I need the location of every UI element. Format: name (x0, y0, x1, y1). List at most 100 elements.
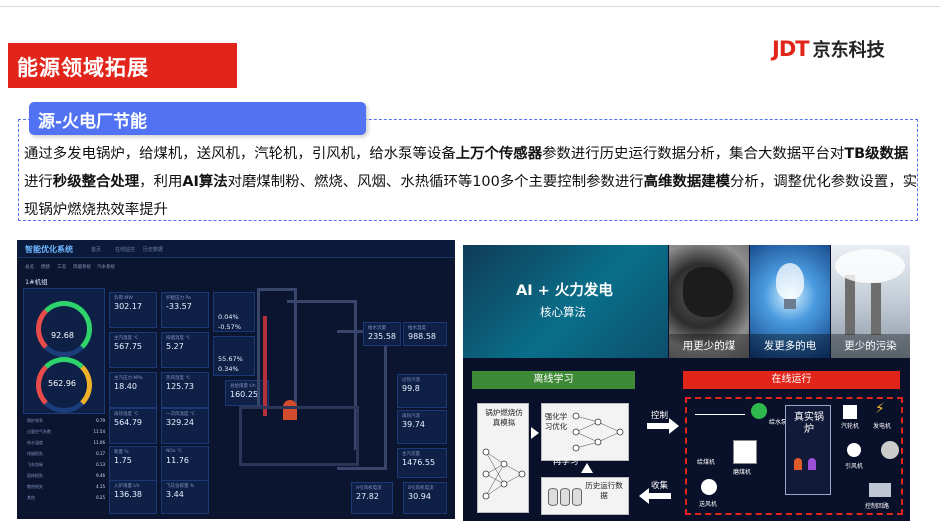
boiler-body (239, 406, 359, 466)
flame-icon (808, 458, 816, 470)
arrow-up-icon (581, 463, 593, 473)
fan-icon (847, 443, 861, 457)
offline-header: 离线学习 (472, 371, 635, 389)
gauge-value: 562.96 (48, 379, 76, 388)
dashboard-tab-history[interactable]: 历史数据 (143, 247, 164, 253)
neural-network-icon (572, 412, 624, 452)
metric-panel: 氧量 %1.75 (109, 446, 157, 482)
equipment-label: 送风机 (699, 501, 718, 508)
photo-caption: 更少的污染 (831, 334, 910, 358)
lightning-icon: ⚡ (875, 401, 885, 417)
gauge-value: 92.68 (51, 331, 74, 340)
dashboard-topbar: 智能优化系统 首页 在线监控 历史数据 (17, 240, 455, 258)
equipment-label: 给水泵 (769, 419, 788, 426)
section-tab-label: 源-火电厂节能 (38, 112, 148, 132)
ai-hero-subtitle: 核心算法 (540, 305, 586, 319)
temperature-gauge (36, 357, 92, 413)
boiler-pipe (337, 330, 387, 470)
metric-panel: 炉膛压力 Pa-33.57 (161, 292, 209, 328)
metric-panel: 55.67%0.34% (213, 336, 255, 376)
boiler-dashboard-screenshot: 智能优化系统 首页 在线监控 历史数据 总览 燃烧 工况 风烟系统 汽水系统 1… (17, 240, 455, 519)
subtab[interactable]: 燃烧 (41, 265, 50, 270)
neural-network-icon (482, 448, 526, 500)
equipment-label: 磨煤机 (733, 469, 752, 476)
logo-mark: JDT (772, 37, 810, 61)
database-icon (572, 488, 582, 506)
equipment-label: 控制回路 (865, 503, 890, 510)
ai-power-diagram: AI + 火力发电 核心算法 用更少的煤 发更多的电 更少的污染 离线学习 在线… (463, 245, 910, 521)
arrow-left-icon (639, 488, 649, 504)
unit-label: 1#机组 (25, 278, 48, 286)
page-title: 能源领域拓展 (17, 56, 149, 80)
online-header: 在线运行 (683, 371, 900, 389)
logo-text: 京东科技 (812, 40, 885, 61)
rl-box: 强化学习优化 (541, 403, 629, 461)
arrow-right-icon (669, 418, 679, 434)
ai-hero-title: AI + 火力发电 (516, 283, 613, 299)
gauge-panel: 92.68 562.96 (23, 288, 105, 414)
collect-label: 收集 (651, 481, 669, 491)
photo-caption: 发更多的电 (750, 334, 830, 358)
coal-photo: 用更少的煤 (669, 245, 749, 358)
coal-feeder-belt (695, 405, 745, 415)
pump-icon (751, 403, 767, 419)
dashboard-tab-home[interactable]: 首页 (91, 247, 102, 253)
real-boiler-label: 真实锅炉 (794, 412, 824, 435)
equipment-label: 给煤机 (697, 459, 716, 466)
ai-hero: AI + 火力发电 核心算法 (463, 245, 668, 358)
controller-icon (869, 483, 891, 497)
fan-icon (701, 479, 717, 495)
bulb-photo: 发更多的电 (750, 245, 830, 358)
equipment-label: 引风机 (845, 463, 864, 470)
dashboard-subtabs: 总览 燃烧 工况 风烟系统 汽水系统 (17, 262, 455, 271)
arrow-right-icon (531, 427, 539, 439)
section-description: 通过多发电锅炉，给煤机，送风机，汽轮机，引风机，给水泵等设备上万个传感器参数进行… (24, 146, 918, 218)
history-box: 历史运行数据 (541, 477, 629, 515)
efficiency-gauge (36, 301, 92, 357)
boiler-pipe (257, 288, 297, 408)
jdt-logo: JDT 京东科技 (772, 36, 885, 62)
equipment-label: 发电机 (873, 423, 892, 430)
control-label: 控制 (651, 411, 669, 421)
hot-pipe (263, 316, 267, 416)
subtab[interactable]: 工况 (57, 265, 66, 270)
dashboard-brand: 智能优化系统 (25, 245, 73, 254)
arrow-control-body (647, 423, 669, 429)
database-icon (560, 488, 570, 506)
subtab[interactable]: 总览 (25, 265, 34, 270)
plant-frame (685, 397, 903, 515)
database-icon (548, 488, 558, 506)
equipment-label: 汽轮机 (841, 423, 860, 430)
metric-panel: 飞灰含碳量 %3.44 (161, 480, 209, 514)
dashboard-tab-monitor[interactable]: 在线监控 (115, 247, 136, 253)
boiler-pipe (287, 300, 357, 450)
mill-icon (733, 440, 757, 464)
subtab[interactable]: 风烟系统 (73, 265, 91, 270)
simulation-box: 锅炉燃烧仿真模拟 (477, 403, 529, 513)
smoke-icon (881, 441, 899, 459)
subtab[interactable]: 汽水系统 (97, 265, 115, 270)
flame-icon (794, 458, 802, 470)
top-divider (0, 6, 940, 7)
